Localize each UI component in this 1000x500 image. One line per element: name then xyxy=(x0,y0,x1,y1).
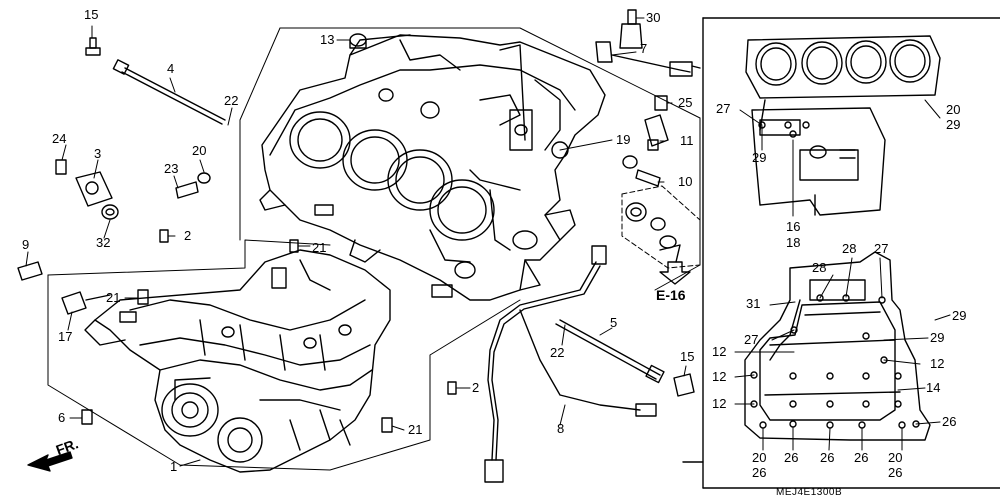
callout-20: 20 xyxy=(192,143,207,158)
dowel-2-upper xyxy=(159,229,169,243)
bolt-15-top xyxy=(85,37,101,56)
callout-2-lower: 2 xyxy=(472,380,480,395)
bolt-30 xyxy=(619,9,643,49)
bolt-15-lower xyxy=(673,373,695,397)
callout-21-left: 21 xyxy=(106,290,121,305)
callout-21-lower: 21 xyxy=(408,422,423,437)
plug-13 xyxy=(349,33,367,49)
callout-2-upper: 2 xyxy=(184,228,192,243)
callout-15: 15 xyxy=(84,7,99,22)
switch-9-17 xyxy=(17,261,111,315)
upper-crankcase-top-view xyxy=(745,35,941,216)
callout-11: 11 xyxy=(680,133,694,148)
callout-26-f: 26 xyxy=(854,450,869,465)
callout-31: 31 xyxy=(746,296,761,311)
callout-20-ref-top: 20 xyxy=(946,102,961,117)
breather-pipe-4 xyxy=(112,59,226,125)
callout-19: 19 xyxy=(616,132,631,147)
callout-22-lower: 22 xyxy=(550,345,565,360)
callout-22: 22 xyxy=(224,93,239,108)
callout-15-lower: 15 xyxy=(680,349,695,364)
callout-12-d: 12 xyxy=(712,396,727,411)
callout-27-c: 27 xyxy=(744,332,759,347)
oil-jet-group xyxy=(625,202,681,263)
callout-21-upper: 21 xyxy=(312,240,327,255)
leader-lines xyxy=(25,17,687,467)
callout-8: 8 xyxy=(557,421,565,436)
wire-harness-8 xyxy=(484,245,657,483)
callout-28-b: 28 xyxy=(842,241,857,256)
lower-crankcase-bottom-view xyxy=(744,251,931,441)
callout-30: 30 xyxy=(646,10,661,25)
callout-23: 23 xyxy=(164,161,179,176)
callout-29-ref-top: 29 xyxy=(946,117,961,132)
callout-6: 6 xyxy=(58,410,66,425)
callout-24: 24 xyxy=(52,131,67,146)
sensor-7 xyxy=(595,41,701,77)
callout-26-c: 26 xyxy=(784,450,799,465)
callout-3: 3 xyxy=(94,146,102,161)
callout-12-c: 12 xyxy=(712,369,727,384)
front-arrow xyxy=(27,451,73,472)
dowel-2-lower xyxy=(447,381,457,395)
callout-26-right: 26 xyxy=(942,414,957,429)
callout-12-a: 12 xyxy=(712,344,727,359)
callout-16: 16 xyxy=(786,219,801,234)
reference-leader-lines xyxy=(734,99,951,451)
callout-7: 7 xyxy=(640,41,648,56)
callout-20-c: 20 xyxy=(888,450,903,465)
callout-26-e: 26 xyxy=(888,465,903,480)
callout-28-a: 28 xyxy=(812,260,827,275)
switch-10 xyxy=(622,155,661,187)
callout-26-b: 26 xyxy=(752,465,767,480)
part-24-3-32 xyxy=(55,159,119,220)
callout-29-c: 29 xyxy=(952,308,967,323)
callout-20-b: 20 xyxy=(752,450,767,465)
callout-27-b: 27 xyxy=(874,241,889,256)
callout-17: 17 xyxy=(58,329,73,344)
callout-29-ref-left: 29 xyxy=(752,150,767,165)
e16-reference-arrow xyxy=(659,261,691,285)
callout-27-ref-top: 27 xyxy=(716,101,731,116)
callout-12-b: 12 xyxy=(930,356,945,371)
oil-jet-group-box xyxy=(621,185,701,269)
callout-26-d: 26 xyxy=(820,450,835,465)
callout-4: 4 xyxy=(167,61,175,76)
callout-18: 18 xyxy=(786,235,801,250)
reference-panel-frame xyxy=(682,17,1000,489)
callout-10: 10 xyxy=(678,174,693,189)
lower-crankcase xyxy=(84,249,391,473)
bolt-23-washer-20 xyxy=(175,172,211,199)
callout-9: 9 xyxy=(22,237,30,252)
callout-25: 25 xyxy=(678,95,693,110)
pipe-5 xyxy=(555,319,665,384)
sensor-11-25 xyxy=(644,95,669,151)
callout-14: 14 xyxy=(926,380,941,395)
dowel-6 xyxy=(81,409,93,425)
lower-crankcase-outline-box xyxy=(47,239,521,471)
diagram-code: MEJ4E1300B xyxy=(776,487,843,498)
callout-13: 13 xyxy=(320,32,335,47)
callout-32: 32 xyxy=(96,235,111,250)
callout-29-d: 29 xyxy=(930,330,945,345)
upper-crankcase xyxy=(259,34,606,301)
section-reference-label: E-16 xyxy=(656,287,686,303)
dowels-21 xyxy=(137,239,393,433)
callout-1: 1 xyxy=(170,459,178,474)
callout-5: 5 xyxy=(610,315,618,330)
